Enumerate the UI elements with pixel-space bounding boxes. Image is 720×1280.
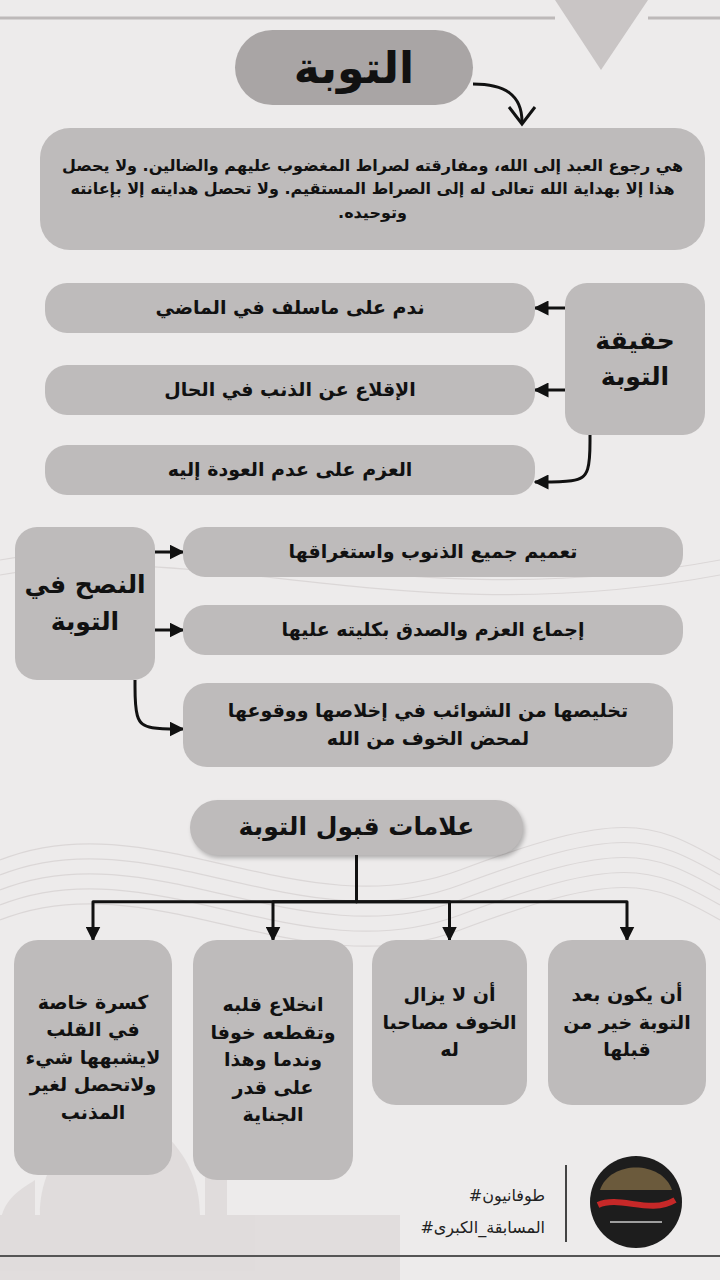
hashtag: #المسابقة_الكبرى xyxy=(420,1218,545,1237)
definition-box: هي رجوع العبد إلى الله، ومفارقته لصراط ا… xyxy=(40,128,705,250)
wave-lines xyxy=(0,550,720,946)
sign-box: انخلاع قلبه وتقطعه خوفا وندما وهذا على ق… xyxy=(193,940,353,1180)
arrow-connector xyxy=(535,307,565,310)
body-text: ندم على ماسلف في الماضي xyxy=(155,294,424,322)
point-box: العزم على عدم العودة إليه xyxy=(45,445,535,495)
point-box: تخليصها من الشوائب في إخلاصها ووقوعها لم… xyxy=(183,683,673,767)
sign-box: كسرة خاصة في القلب لايشبهها شيء ولاتحصل … xyxy=(14,940,172,1175)
footer-divider xyxy=(565,1165,567,1242)
sign-box: أن لا يزال الخوف مصاحبا له xyxy=(372,940,527,1105)
heading-box: النصح في التوبة xyxy=(15,527,155,680)
arrow-connector xyxy=(535,389,565,392)
title: التوبة xyxy=(294,42,414,93)
arrow-connector xyxy=(357,855,628,940)
title-pill: التوبة xyxy=(235,30,473,105)
body-text: أن لا يزال الخوف مصاحبا له xyxy=(382,981,517,1064)
body-text: انخلاع قلبه وتقطعه خوفا وندما وهذا على ق… xyxy=(203,991,343,1129)
arrow-connector xyxy=(155,551,183,554)
arrow-connector xyxy=(93,855,357,940)
point-box: ندم على ماسلف في الماضي xyxy=(45,283,535,333)
point-box: الإقلاع عن الذنب في الحال xyxy=(45,365,535,415)
point-box: تعميم جميع الذنوب واستغراقها xyxy=(183,527,683,577)
body-text: كسرة خاصة في القلب لايشبهها شيء ولاتحصل … xyxy=(24,989,162,1127)
body-text: أن يكون بعد التوبة خير من قبلها xyxy=(558,981,696,1064)
title-arrow-head xyxy=(509,107,535,124)
heading-box: حقيقة التوبة xyxy=(565,283,705,435)
top-triangle xyxy=(555,0,648,70)
arrow-connector xyxy=(273,855,357,940)
arrow-connector xyxy=(155,629,183,632)
body-text: العزم على عدم العودة إليه xyxy=(168,456,413,484)
sign-box: أن يكون بعد التوبة خير من قبلها xyxy=(548,940,706,1105)
heading-text: النصح في التوبة xyxy=(23,567,147,640)
body-text: الإقلاع عن الذنب في الحال xyxy=(164,376,416,404)
point-box: إجماع العزم والصدق بكليته عليها xyxy=(183,605,683,655)
body-text: تخليصها من الشوائب في إخلاصها ووقوعها لم… xyxy=(197,697,659,752)
hashtag: #طوفانيون xyxy=(469,1186,545,1205)
arrow-connector xyxy=(357,855,450,940)
footer-rule xyxy=(0,1255,720,1257)
heading-text: حقيقة التوبة xyxy=(573,323,697,396)
arrow-connector xyxy=(535,435,590,482)
body-text: هي رجوع العبد إلى الله، ومفارقته لصراط ا… xyxy=(56,154,689,224)
body-text: تعميم جميع الذنوب واستغراقها xyxy=(289,538,578,566)
logo xyxy=(590,1156,682,1248)
body-text: إجماع العزم والصدق بكليته عليها xyxy=(282,616,585,644)
heading-box: علامات قبول التوبة xyxy=(190,800,523,855)
arrow-connector xyxy=(135,680,183,729)
heading-text: علامات قبول التوبة xyxy=(239,809,475,845)
